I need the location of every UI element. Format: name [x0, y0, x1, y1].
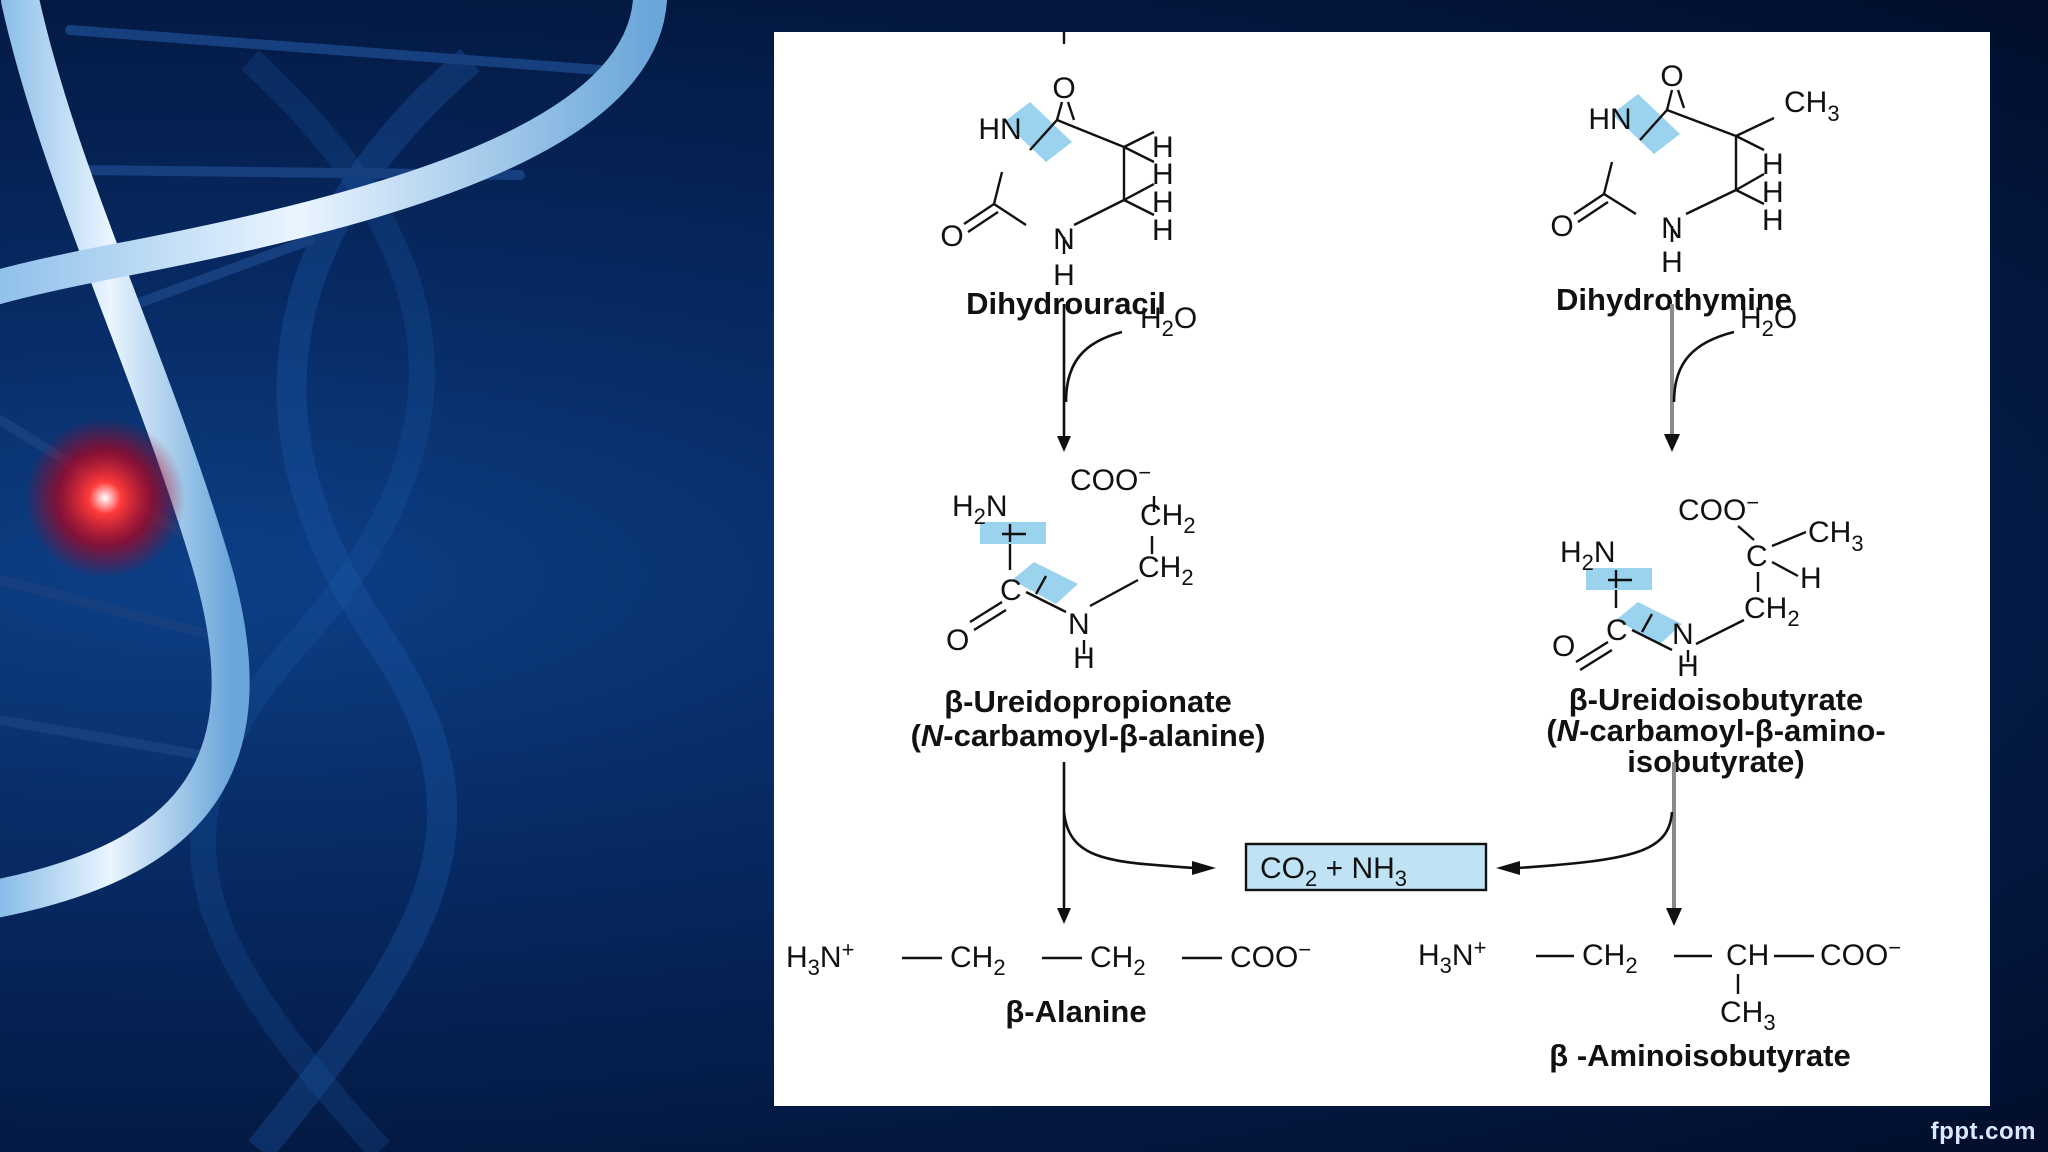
atom-label: CH — [1726, 939, 1769, 972]
atom-label: C — [1000, 574, 1022, 607]
hydrolysis-arrow-left: H2O — [1057, 302, 1197, 452]
atom-label: H — [1661, 246, 1683, 279]
atom-label-ch2: CH2 — [1090, 941, 1146, 980]
ureidoisobutyrate-structure: COO− C CH3 H CH2 H2N C N O H β-Ureidoiso… — [1546, 490, 1885, 779]
compound-name-dihydrouracil: Dihydrouracil — [966, 286, 1166, 321]
atom-label-ch2: CH2 — [1138, 551, 1194, 590]
compound-alt-name-ureidopropionate: (N-carbamoyl-β-alanine) — [911, 718, 1266, 753]
compound-name-ureidopropionate: β-Ureidopropionate — [944, 684, 1232, 719]
atom-label-ch2: CH2 — [1744, 592, 1800, 631]
cleavage-arrow-left — [1057, 762, 1216, 924]
atom-label: N — [1068, 608, 1090, 641]
atom-label: C — [1746, 540, 1768, 573]
atom-label: H — [1762, 204, 1784, 237]
byproduct-box: CO2 + NH3 — [1244, 842, 1488, 892]
hydrolysis-arrow-right: H2O — [1664, 302, 1797, 452]
atom-label: H — [1762, 176, 1784, 209]
atom-label-coo: COO− — [1820, 935, 1901, 972]
water-label-left: H2O — [1140, 302, 1197, 341]
atom-label: N — [1053, 223, 1075, 256]
atom-label: N — [1661, 212, 1683, 245]
atom-label-h2n: H2N — [1560, 536, 1616, 575]
atom-label: O — [1550, 210, 1573, 243]
atom-label: N — [1672, 618, 1694, 651]
beta-alanine-formula: H3N+ — [786, 937, 854, 980]
beta-alanine-structure: H3N+ CH2 CH2 COO− β-Alanine — [786, 937, 1311, 1029]
atom-label: HN — [1588, 103, 1631, 136]
atom-label-ch2: CH2 — [1140, 499, 1196, 538]
atom-label: O — [1660, 60, 1683, 93]
atom-label-coo: COO− — [1070, 460, 1151, 497]
dihydrothymine-structure: O HN O N H CH3 H H H Dihydrothymine — [1550, 60, 1839, 317]
atom-label: O — [1052, 72, 1075, 105]
atom-label: H — [1152, 131, 1174, 164]
atom-label-coo: COO− — [1678, 490, 1759, 527]
atom-label: H — [1152, 158, 1174, 191]
atom-label-ch3: CH3 — [1720, 996, 1776, 1035]
atom-label-ch3: CH3 — [1808, 516, 1864, 556]
atom-label: C — [1606, 614, 1628, 647]
byproducts-label: CO2 + NH3 — [1260, 852, 1407, 891]
atom-label: H — [1073, 642, 1095, 675]
diagram-panel: O HN O N H H H H H Dihydrouracil O HN O … — [774, 32, 1990, 1106]
atom-label-ch3: CH3 — [1784, 86, 1840, 126]
cleavage-arrow-right — [1496, 762, 1682, 926]
compound-alt-name-ureidoisobutyrate-line2: isobutyrate) — [1627, 744, 1804, 779]
atom-label: O — [1552, 630, 1575, 663]
beta-aminoisobutyrate-structure: H3N+ CH2 CH COO− CH3 β -Aminoisobutyrate — [1418, 935, 1901, 1073]
water-label-right: H2O — [1740, 302, 1797, 341]
ureidopropionate-structure: COO− CH2 CH2 H2N C N O H β-Ureidopropion… — [911, 460, 1266, 753]
brand-watermark: fppt.com — [1930, 1118, 2036, 1145]
atom-label: H — [1677, 650, 1699, 683]
dna-helix-background — [0, 0, 667, 1152]
pyrimidine-degradation-diagram: O HN O N H H H H H Dihydrouracil O HN O … — [786, 32, 1901, 1073]
beta-aminoisobutyrate-formula: H3N+ — [1418, 935, 1486, 978]
compound-alt-name-ureidoisobutyrate: (N-carbamoyl-β-amino- — [1546, 713, 1885, 748]
atom-label: H — [1053, 259, 1075, 292]
atom-label: H — [1800, 562, 1822, 595]
atom-label: O — [940, 220, 963, 253]
dihydrouracil-structure: O HN O N H H H H H Dihydrouracil — [940, 32, 1174, 321]
atom-label-coo: COO− — [1230, 937, 1311, 974]
atom-label: H — [1152, 186, 1174, 219]
compound-name-ureidoisobutyrate: β-Ureidoisobutyrate — [1569, 682, 1864, 717]
atom-label-h2n: H2N — [952, 490, 1008, 529]
atom-label: HN — [978, 113, 1021, 146]
atom-label: O — [946, 624, 969, 657]
atom-label: H — [1762, 148, 1784, 181]
compound-name-beta-alanine: β-Alanine — [1005, 994, 1146, 1029]
atom-label-ch2: CH2 — [1582, 939, 1638, 978]
atom-label: H — [1152, 214, 1174, 247]
atom-label-ch2: CH2 — [950, 941, 1006, 980]
compound-name-beta-aminoisobutyrate: β -Aminoisobutyrate — [1549, 1038, 1850, 1073]
